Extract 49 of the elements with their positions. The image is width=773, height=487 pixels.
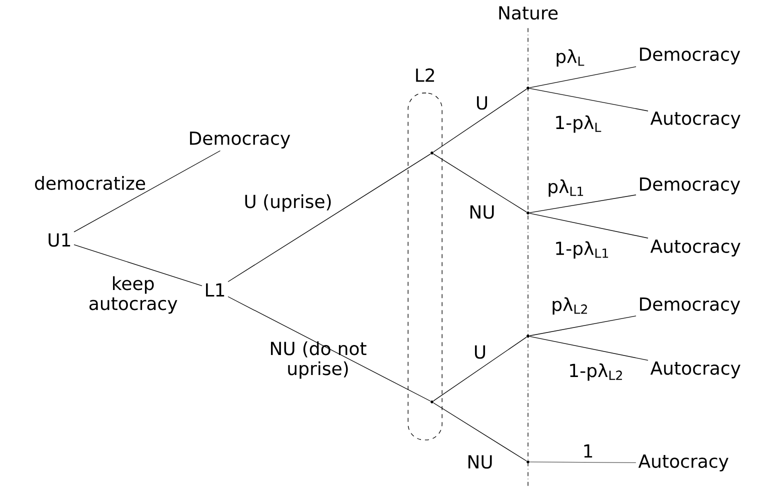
edge-label: U: [475, 345, 486, 359]
outcome-label: Democracy: [640, 178, 740, 194]
branch-line: [529, 336, 648, 361]
player-label: L1: [206, 283, 224, 296]
edge-label: pλ$_{L1}$: [548, 179, 584, 197]
edge-label: 1-pλ$_{L1}$: [556, 241, 608, 259]
decision-point: [526, 86, 530, 90]
branch-line: [433, 336, 527, 402]
edge-label: U: [477, 96, 488, 110]
branch-line: [529, 66, 636, 88]
edge-label: pλ$_{L2}$: [552, 297, 587, 315]
outcome-label: Democracy: [190, 132, 290, 148]
edge-label: U (uprise): [245, 194, 331, 212]
branch-line: [529, 213, 648, 238]
outcome-label: Autocracy: [650, 112, 740, 128]
branch-line: [433, 154, 527, 212]
heading-label: Nature: [499, 6, 558, 20]
branch-line: [433, 88, 527, 152]
branch-line: [529, 88, 648, 112]
decision-point: [526, 334, 530, 338]
player-label: U1: [48, 233, 70, 247]
branch-line: [228, 154, 431, 282]
edge-label: NU (do not uprise): [271, 341, 366, 379]
outcome-label: Autocracy: [650, 362, 740, 378]
edge-label: 1-pλ$_{L2}$: [570, 363, 622, 381]
branch-line: [433, 402, 527, 462]
edge-label: keep autocracy: [89, 276, 178, 314]
branch-line: [529, 316, 636, 336]
edge-label: democratize: [35, 176, 146, 190]
decision-point: [526, 460, 530, 464]
outcome-label: Autocracy: [650, 240, 740, 256]
edge-label: 1-pλ$_{L}$: [556, 115, 602, 133]
branch-line: [74, 150, 221, 232]
branch-line: [529, 194, 636, 214]
outcome-label: Autocracy: [638, 454, 728, 472]
outcome-label: Democracy: [640, 298, 740, 314]
edge-label: 1: [584, 444, 592, 458]
outcome-label: Democracy: [640, 48, 740, 64]
decision-point: [430, 152, 434, 154]
node-label: L2: [416, 68, 434, 82]
edge-label: pλ$_{L}$: [556, 49, 584, 67]
branch-line: [228, 296, 431, 402]
branch-line: [529, 462, 636, 463]
edge-label: NU: [470, 205, 494, 219]
decision-point: [430, 400, 434, 404]
branch-line: [74, 244, 202, 286]
edge-label: NU: [468, 455, 492, 469]
information-set: L2: [408, 68, 442, 440]
decision-point: [526, 212, 530, 214]
